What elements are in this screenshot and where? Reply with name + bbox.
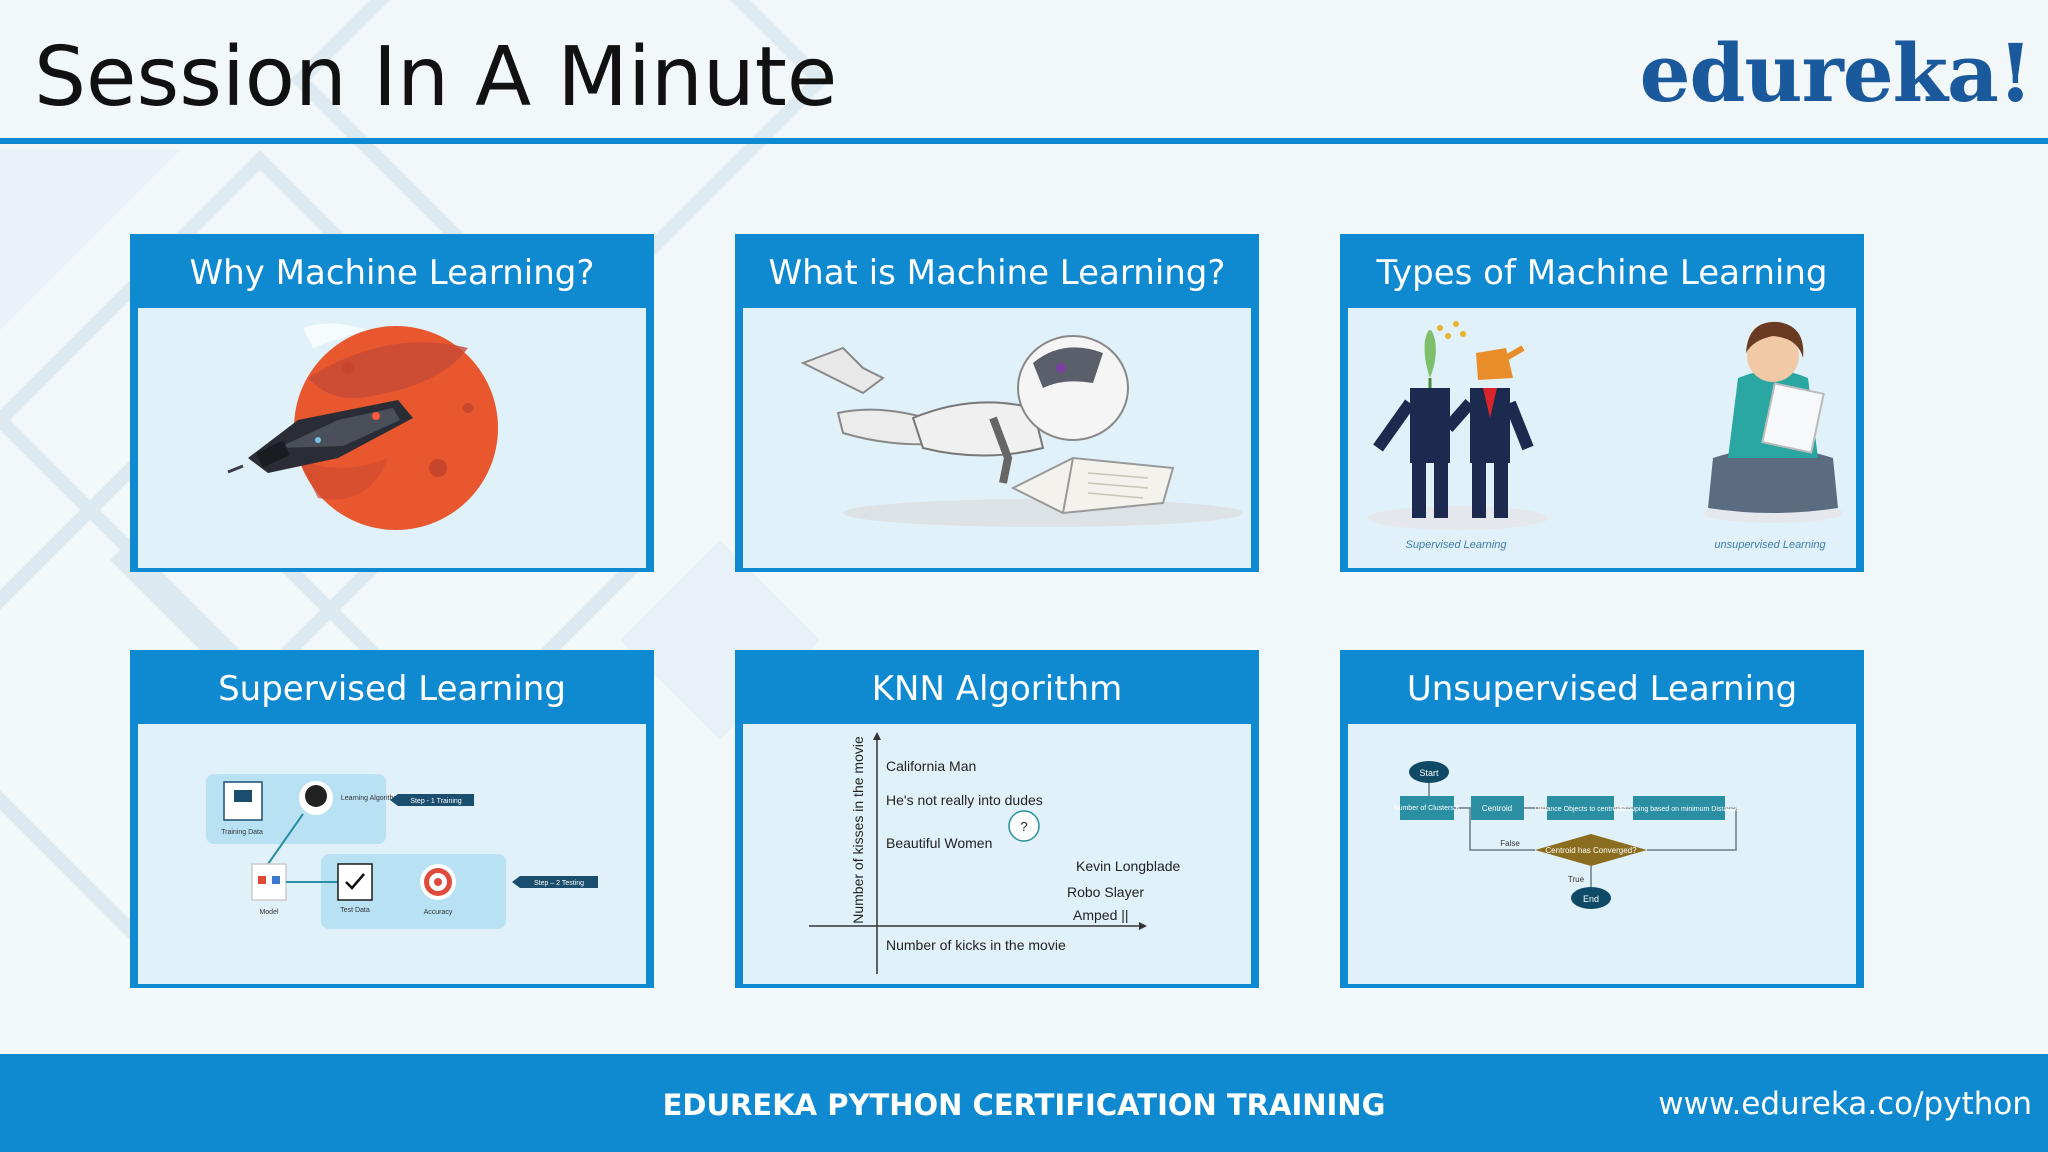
svg-text:Centroid: Centroid (1482, 804, 1512, 813)
card-title: What is Machine Learning? (768, 253, 1226, 293)
page-title: Session In A Minute (34, 30, 838, 125)
card-title: Types of Machine Learning (1376, 253, 1828, 293)
card-title: Why Machine Learning? (189, 253, 595, 293)
learning-types-illustration: Supervised Learning unsupervised Learnin… (1348, 308, 1856, 568)
svg-text:False: False (1500, 839, 1520, 848)
movie-label: Beautiful Women (886, 835, 993, 851)
robot-reading-book-illustration (743, 308, 1251, 568)
kmeans-flowchart: Start Number of Clusters K Centroid Dist… (1348, 724, 1856, 984)
svg-text:End: End (1583, 894, 1599, 904)
svg-text:Learning Algorithm: Learning Algorithm (341, 795, 400, 802)
card-unsupervised-learning[interactable]: Unsupervised Learning Start Number of Cl… (1340, 650, 1864, 988)
edureka-logo: edureka! (1639, 26, 2033, 120)
checklist-icon (337, 863, 373, 901)
knn-scatter: Number of kisses in the movie ? Californ… (743, 724, 1251, 984)
card-title: Unsupervised Learning (1406, 669, 1798, 709)
svg-text:Training Data: Training Data (221, 829, 263, 836)
svg-text:Centroid has Converged?: Centroid has Converged? (1545, 846, 1637, 855)
card-title: Supervised Learning (218, 669, 566, 709)
card-why-ml[interactable]: Why Machine Learning? (130, 234, 654, 572)
svg-text:?: ? (1020, 819, 1027, 834)
knn-x-axis-label: Number of kicks in the movie (886, 937, 1066, 953)
svg-text:Accuracy: Accuracy (424, 909, 453, 916)
card-title: KNN Algorithm (871, 669, 1123, 709)
footer-bar: EDUREKA PYTHON CERTIFICATION TRAINING ww… (0, 1054, 2048, 1152)
supervised-caption: Supervised Learning (1406, 539, 1508, 551)
movie-label: California Man (886, 758, 977, 774)
card-types-ml[interactable]: Types of Machine Learning Supervised Lea… (1340, 234, 1864, 572)
head-gears-icon (305, 785, 327, 807)
unsupervised-caption: unsupervised Learning (1714, 539, 1826, 551)
svg-text:Model: Model (259, 909, 279, 916)
model-icon (251, 863, 287, 901)
movie-label: Kevin Longblade (1076, 858, 1181, 874)
mars-spaceship-illustration (138, 308, 646, 568)
header-divider (0, 138, 2048, 144)
converged-decision (1535, 834, 1647, 866)
unknown-point (1008, 810, 1040, 842)
movie-label: Robo Slayer (1067, 884, 1145, 900)
svg-text:True: True (1568, 875, 1585, 884)
card-what-is-ml[interactable]: What is Machine Learning? (735, 234, 1259, 572)
svg-text:Step – 2 Testing: Step – 2 Testing (534, 880, 584, 887)
card-knn-algorithm[interactable]: KNN Algorithm Number of kisses in the mo… (735, 650, 1259, 988)
svg-text:Grouping based on minimum Dist: Grouping based on minimum Distance (1619, 806, 1738, 813)
svg-text:Test Data: Test Data (340, 907, 370, 914)
supervised-diagram: Training Data Learning Algorithm Step - … (138, 724, 646, 984)
svg-text:Number of Clusters K: Number of Clusters K (1394, 805, 1461, 812)
svg-text:Distance Objects to centroids: Distance Objects to centroids (1534, 806, 1626, 813)
movie-label: He's not really into dudes (886, 792, 1043, 808)
movie-label: Amped || (1073, 907, 1129, 923)
footer-url-link[interactable]: www.edureka.co/python (1658, 1086, 2032, 1122)
end-node (1571, 887, 1611, 909)
svg-text:Step - 1 Training: Step - 1 Training (410, 798, 461, 805)
card-supervised-learning[interactable]: Supervised Learning Training Data Learni… (130, 650, 654, 988)
svg-text:Start: Start (1419, 768, 1439, 778)
footer-course-title: EDUREKA PYTHON CERTIFICATION TRAINING (662, 1088, 1386, 1122)
start-node (1409, 761, 1449, 783)
knn-y-axis-label: Number of kisses in the movie (850, 736, 866, 924)
